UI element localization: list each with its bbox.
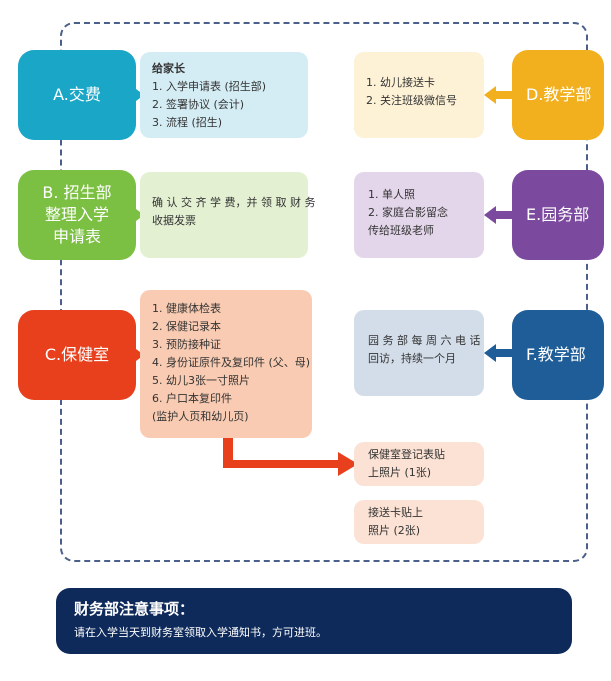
step-a-box: 给家长 1. 入学申请表 (招生部) 2. 签署协议 (会计) 3. 流程 (招… — [140, 52, 308, 138]
arrow-d — [484, 86, 518, 104]
step-c-line-2: 2. 保健记录本 — [152, 320, 221, 333]
step-c-line-7: (监护人页和幼儿页) — [152, 410, 249, 423]
step-d-line-2: 2. 关注班级微信号 — [366, 94, 457, 107]
step-e-box: 1. 单人照 2. 家庭合影留念 传给班级老师 — [354, 172, 484, 258]
step-e-line-2: 2. 家庭合影留念 — [368, 206, 448, 219]
step-a-line-2: 1. 入学申请表 (招生部) — [152, 80, 267, 93]
step-e-line-1: 1. 单人照 — [368, 188, 415, 201]
step-c-line-6: 6. 户口本复印件 — [152, 392, 232, 405]
step-a-line-3: 2. 签署协议 (会计) — [152, 98, 245, 111]
step-c-line-3: 3. 预防接种证 — [152, 338, 221, 351]
arrow-a — [110, 86, 144, 104]
step-b-badge: B. 招生部 整理入学 申请表 — [18, 170, 136, 260]
step-e-label: E.园务部 — [526, 205, 590, 224]
step-c-sub2-line-2: 照片 (2张) — [368, 524, 421, 537]
step-c-sub2-box: 接送卡贴上 照片 (2张) — [354, 500, 484, 544]
step-f-badge: F.教学部 — [512, 310, 604, 400]
step-b-label-2: 整理入学 — [44, 205, 109, 224]
step-c-sub1-line-1: 保健室登记表贴 — [368, 448, 445, 461]
arrow-c-branch — [223, 438, 358, 476]
step-c-line-4: 4. 身份证原件及复印件 (父、母) — [152, 356, 311, 369]
step-c-sub1-box: 保健室登记表贴 上照片 (1张) — [354, 442, 484, 486]
finance-notice-title: 财务部注意事项： — [74, 600, 195, 618]
step-c-line-5: 5. 幼儿3张一寸照片 — [152, 374, 250, 387]
step-f-line-1: 园 务 部 每 周 六 电 话 — [368, 334, 481, 347]
arrow-f — [484, 344, 518, 362]
step-d-label: D.教学部 — [526, 85, 592, 104]
arrow-c — [110, 346, 144, 364]
step-e-badge: E.园务部 — [512, 170, 604, 260]
step-b-line-1: 确 认 交 齐 学 费，并 领 取 财 务 — [152, 196, 316, 209]
step-d-line-1: 1. 幼儿接送卡 — [366, 76, 435, 89]
step-a-line-1: 给家长 — [152, 62, 185, 75]
finance-notice: 财务部注意事项： 请在入学当天到财务室领取入学通知书，方可进班。 — [56, 588, 572, 654]
step-d-badge: D.教学部 — [512, 50, 604, 140]
step-b-box: 确 认 交 齐 学 费，并 领 取 财 务 收据发票 — [140, 172, 316, 258]
process-frame — [60, 22, 588, 562]
step-c-label: C.保健室 — [44, 345, 110, 364]
arrow-e — [484, 206, 518, 224]
step-c-box: 1. 健康体检表 2. 保健记录本 3. 预防接种证 4. 身份证原件及复印件 … — [140, 290, 312, 438]
step-b-label-3: 申请表 — [52, 227, 101, 246]
step-e-line-3: 传给班级老师 — [368, 224, 434, 237]
step-d-box: 1. 幼儿接送卡 2. 关注班级微信号 — [354, 52, 484, 138]
step-c-sub1-line-2: 上照片 (1张) — [368, 466, 432, 479]
step-b-label-1: B. 招生部 — [42, 183, 112, 202]
step-f-box: 园 务 部 每 周 六 电 话 回访，持续一个月 — [354, 310, 484, 396]
step-f-line-2: 回访，持续一个月 — [368, 352, 456, 365]
finance-notice-text: 请在入学当天到财务室领取入学通知书，方可进班。 — [74, 626, 327, 639]
step-f-label: F.教学部 — [526, 345, 586, 364]
step-a-line-4: 3. 流程 (招生) — [152, 116, 223, 129]
step-c-line-1: 1. 健康体检表 — [152, 302, 221, 315]
step-a-label: A.交费 — [53, 85, 101, 104]
step-c-sub2-line-1: 接送卡贴上 — [368, 506, 423, 519]
step-b-line-2: 收据发票 — [152, 214, 196, 227]
arrow-b — [110, 206, 144, 224]
